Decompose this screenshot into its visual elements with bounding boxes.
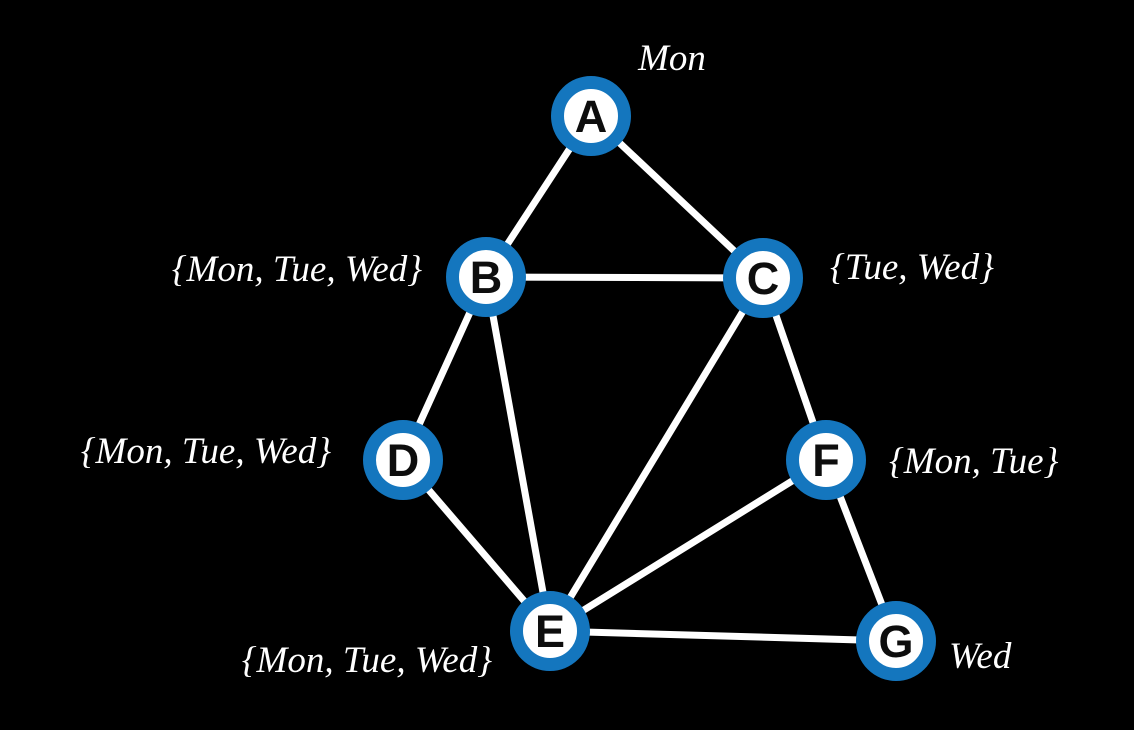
node-A-letter: A — [575, 91, 608, 142]
node-layer: A B C D E F G — [363, 76, 936, 681]
node-A: A — [551, 76, 631, 156]
edge-E-G — [546, 627, 900, 645]
domain-label-E: {Mon, Tue, Wed} — [242, 640, 492, 681]
node-B-circle — [446, 237, 526, 317]
node-A-circle — [551, 76, 631, 156]
edge-C-E — [546, 274, 767, 635]
domain-label-C: {Tue, Wed} — [830, 247, 994, 288]
domain-label-B: {Mon, Tue, Wed} — [172, 249, 422, 290]
node-C-circle — [723, 238, 803, 318]
domain-label-F: {Mon, Tue} — [889, 441, 1059, 482]
domain-label-A: Mon — [637, 38, 706, 79]
node-C-letter: C — [747, 253, 780, 304]
domain-label-layer: Mon {Mon, Tue, Wed} {Tue, Wed} {Mon, Tue… — [81, 38, 1059, 681]
node-F: F — [786, 420, 866, 500]
node-E: E — [510, 591, 590, 671]
node-D: D — [363, 420, 443, 500]
edge-B-C — [482, 273, 767, 282]
domain-label-D: {Mon, Tue, Wed} — [81, 431, 331, 472]
node-C: C — [723, 238, 803, 318]
node-B: B — [446, 237, 526, 317]
node-G-letter: G — [878, 616, 913, 667]
node-E-circle — [510, 591, 590, 671]
edge-layer — [399, 112, 900, 645]
edge-E-F — [546, 456, 830, 635]
node-D-letter: D — [387, 435, 420, 486]
node-B-letter: B — [470, 252, 503, 303]
edge-B-E — [482, 273, 554, 635]
domain-label-G: Wed — [949, 636, 1012, 677]
node-F-circle — [786, 420, 866, 500]
node-F-letter: F — [812, 435, 840, 486]
node-D-circle — [363, 420, 443, 500]
node-G-circle — [856, 601, 936, 681]
node-E-letter: E — [535, 606, 565, 657]
node-G: G — [856, 601, 936, 681]
